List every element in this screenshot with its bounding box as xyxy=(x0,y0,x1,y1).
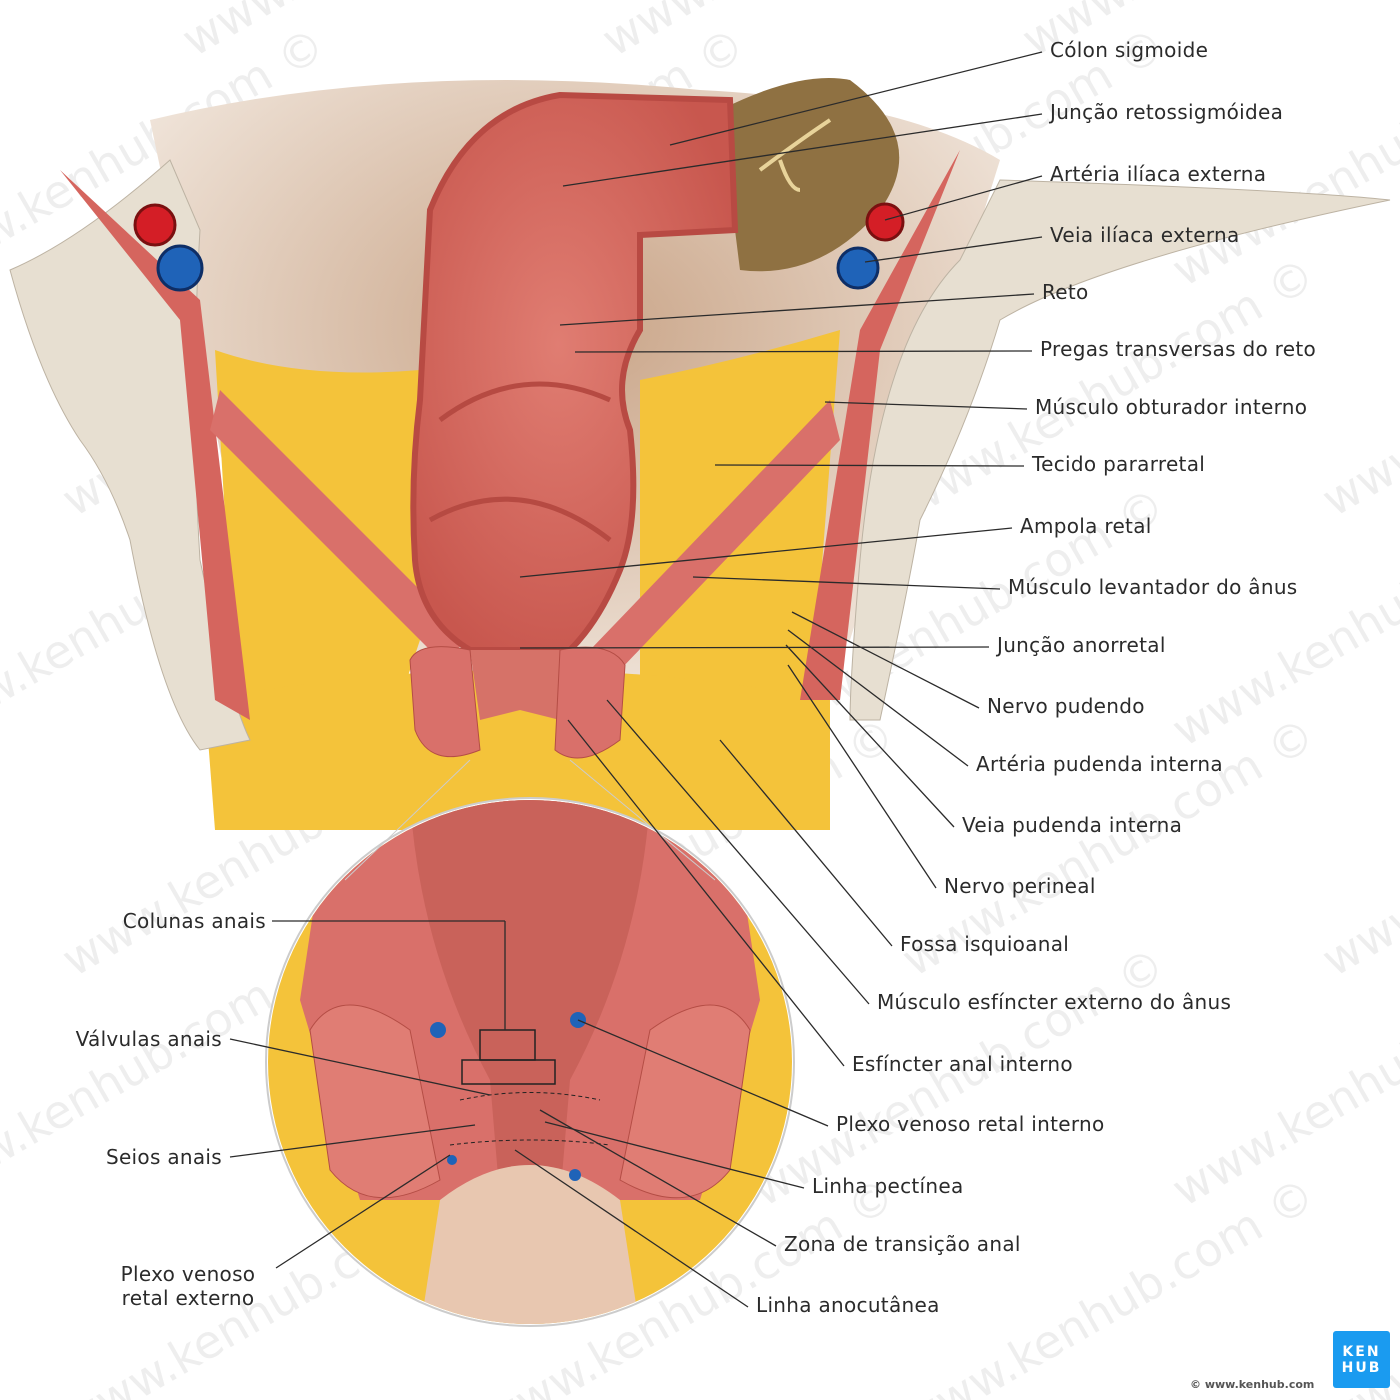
label-right: Veia pudenda interna xyxy=(962,813,1183,837)
external-sphincter-left xyxy=(409,646,481,758)
external-iliac-vein-left xyxy=(156,244,204,292)
label-right: Pregas transversas do reto xyxy=(1040,337,1317,361)
label-right: Tecido pararretal xyxy=(1032,452,1206,476)
leader-line xyxy=(714,464,1025,467)
label-right: Zona de transição anal xyxy=(784,1232,1021,1256)
external-iliac-artery-right xyxy=(865,202,905,242)
label-right: Veia ilíaca externa xyxy=(1050,223,1240,247)
leader-line xyxy=(275,1154,451,1269)
leader-line xyxy=(229,1124,476,1158)
label-right: Nervo perineal xyxy=(944,874,1096,898)
logo-line2: HUB xyxy=(1341,1359,1382,1376)
label-left: Válvulas anais xyxy=(75,1027,222,1051)
label-right: Ampola retal xyxy=(1020,514,1152,538)
leader-line xyxy=(785,644,955,828)
label-right: Linha pectínea xyxy=(812,1174,964,1198)
obturator-internus-left xyxy=(60,170,250,720)
leader-line xyxy=(884,175,1043,221)
leader-line xyxy=(864,236,1043,263)
leader-line xyxy=(539,1109,777,1247)
leader-line xyxy=(787,629,969,767)
external-sphincter-right xyxy=(554,646,626,759)
leader-line xyxy=(519,527,1013,578)
leader-line xyxy=(824,401,1028,410)
leader-line xyxy=(719,739,893,947)
leader-line xyxy=(787,664,937,889)
label-right: Músculo obturador interno xyxy=(1035,395,1308,419)
leader-line xyxy=(574,350,1033,353)
leader-line xyxy=(544,1121,805,1189)
label-right: Cólon sigmoide xyxy=(1050,38,1209,62)
label-right: Esfíncter anal interno xyxy=(852,1052,1073,1076)
label-right: Junção retossigmóidea xyxy=(1050,100,1284,124)
label-left: Colunas anais xyxy=(122,909,266,933)
label-right: Músculo levantador do ânus xyxy=(1008,575,1298,599)
label-right: Artéria pudenda interna xyxy=(976,752,1223,776)
sigmoid-colon xyxy=(720,78,900,272)
leader-line xyxy=(567,719,845,1067)
label-right: Nervo pudendo xyxy=(987,694,1145,718)
perineal-fat xyxy=(205,670,830,830)
label-right: Fossa isquioanal xyxy=(900,932,1070,956)
label-right: Linha anocutânea xyxy=(756,1293,940,1317)
external-iliac-vein-right xyxy=(836,246,880,290)
anal-canal xyxy=(470,650,570,720)
leader-lines xyxy=(229,51,1043,1308)
leader-line xyxy=(669,51,1043,146)
leader-line xyxy=(519,646,990,649)
leader-line xyxy=(577,1019,829,1127)
leader-line xyxy=(514,1149,749,1308)
leader-line xyxy=(791,611,980,709)
label-right: Plexo venoso retal interno xyxy=(836,1112,1105,1136)
pelvic-bone-right xyxy=(849,179,1391,721)
leader-line xyxy=(606,699,870,1005)
leader-line xyxy=(562,113,1043,187)
rectum xyxy=(410,91,739,653)
logo-line1: KEN xyxy=(1342,1343,1381,1360)
label-left: Seios anais xyxy=(105,1145,222,1169)
levator-ani-right xyxy=(590,400,840,670)
leader-line xyxy=(559,293,1035,326)
levator-ani-left xyxy=(210,390,470,660)
obturator-internus-right xyxy=(800,150,960,700)
external-iliac-artery-left xyxy=(133,203,177,247)
label-right: Reto xyxy=(1042,280,1089,304)
magnified-anal-canal xyxy=(268,800,792,1324)
kenhub-logo[interactable]: KEN HUB xyxy=(1333,1331,1390,1388)
label-right: Junção anorretal xyxy=(997,633,1166,657)
label-right: Músculo esfíncter externo do ânus xyxy=(877,990,1232,1014)
label-left: Plexo venoso retal externo xyxy=(120,1262,256,1310)
label-right: Artéria ilíaca externa xyxy=(1050,162,1267,186)
copyright-text: © www.kenhub.com xyxy=(1190,1378,1315,1391)
leader-line xyxy=(692,576,1001,590)
leader-line xyxy=(229,1038,491,1096)
